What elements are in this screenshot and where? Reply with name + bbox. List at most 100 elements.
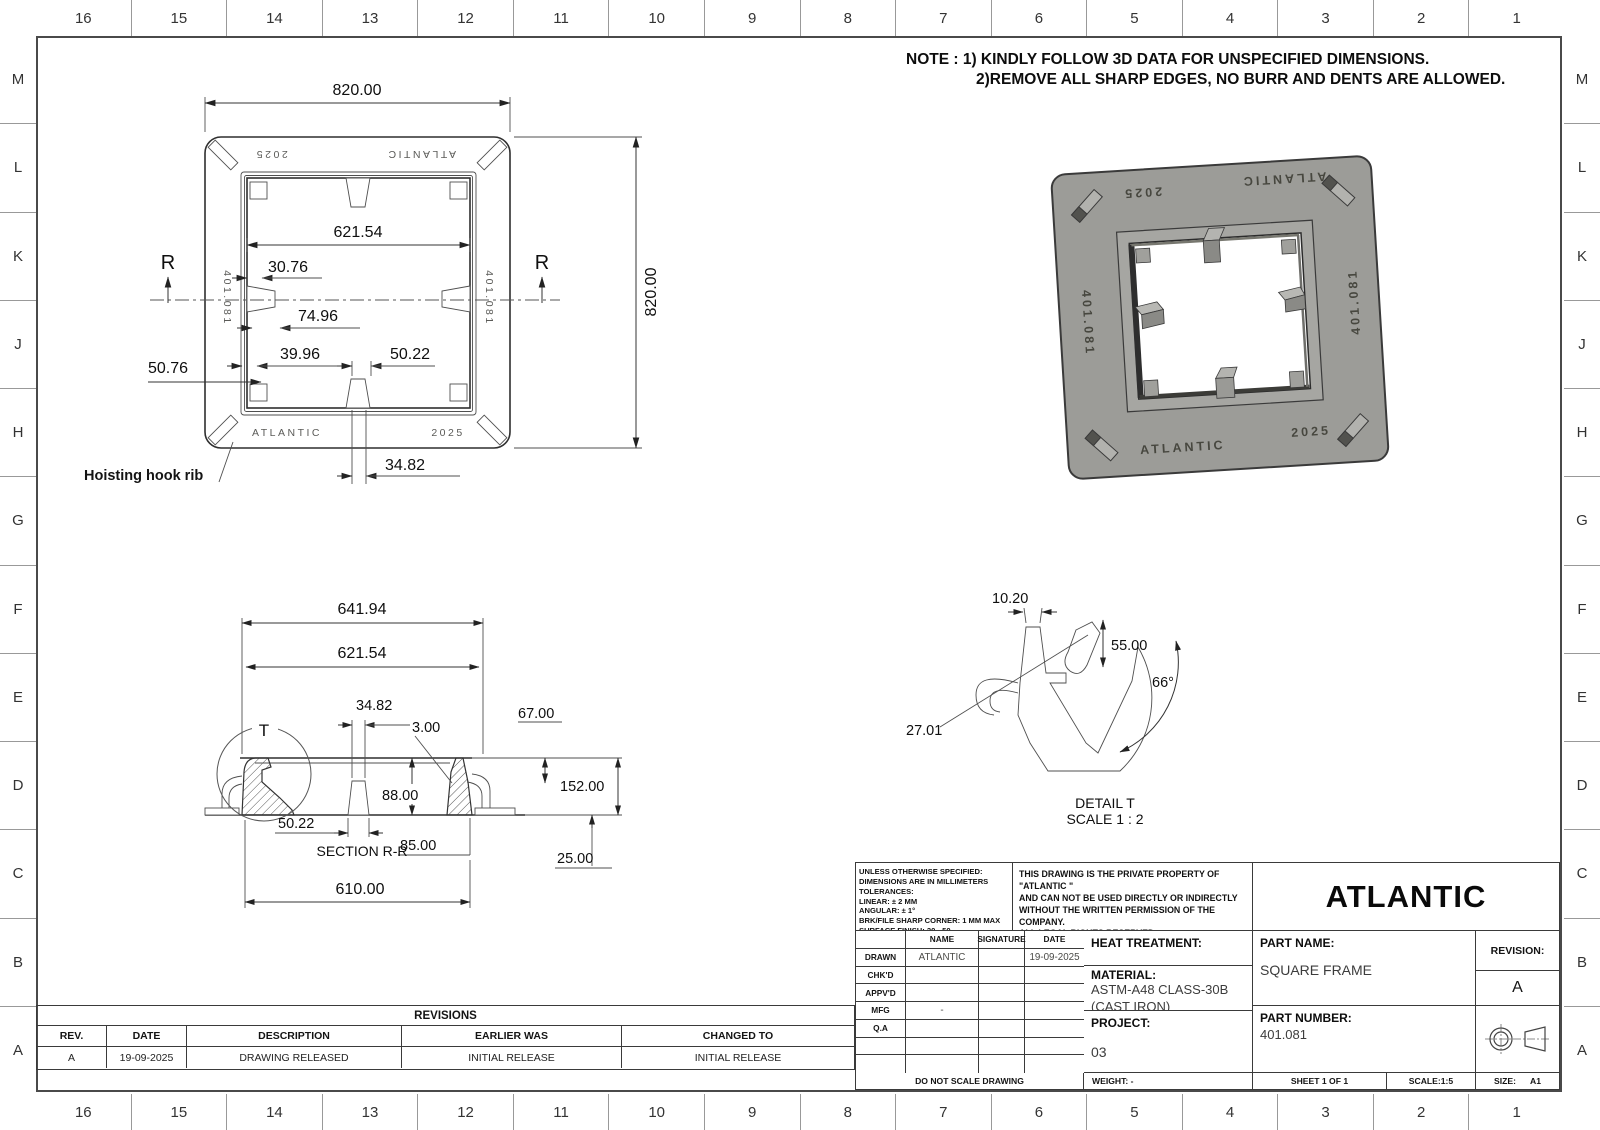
sign-date: [1025, 984, 1084, 1001]
sign-signature: [979, 1019, 1025, 1037]
grid-col-9: 9: [705, 1094, 801, 1130]
grid-col-10: 10: [609, 1094, 705, 1130]
projection-symbol-cell: [1476, 1006, 1559, 1073]
part-number-label: PART NUMBER:: [1260, 1011, 1352, 1025]
dim-plan-34-82: 34.82: [385, 457, 425, 474]
detail-scale: SCALE 1 : 2: [1066, 811, 1143, 827]
plan-corner-rib: [476, 414, 508, 446]
sign-date: [1025, 1002, 1084, 1019]
iso-corner-rib: [1084, 429, 1119, 462]
grid-row-B: B: [1564, 919, 1600, 1007]
grid-row-F: F: [1564, 566, 1600, 654]
property-line: THIS DRAWING IS THE PRIVATE PROPERTY OF …: [1019, 869, 1220, 891]
grid-col-15: 15: [132, 0, 228, 36]
plan-view: 2025 ATLANTIC 401.081 401.081 ATLANTIC 2…: [148, 82, 660, 484]
revision-label: REVISION:: [1476, 931, 1559, 971]
revision-rev: A: [37, 1047, 107, 1068]
dim-detail-66deg: 66°: [1152, 675, 1174, 691]
grid-row-D: D: [0, 742, 36, 831]
tolerance-line: DIMENSIONS ARE IN MILLIMETERS: [859, 876, 989, 886]
sign-date: [1025, 967, 1084, 984]
grid-col-1: 1: [1512, 9, 1521, 27]
detail-view: 10.20 55.00 66° 27.01 DETAIL T SCALE 1 :…: [906, 591, 1181, 827]
section-center-lug: [347, 780, 370, 816]
dim-section-610-00: 610.00: [336, 881, 385, 898]
grid-col-6: 6: [992, 1094, 1088, 1130]
grid-row-K: K: [1564, 213, 1600, 301]
iso-corner-lug: [1143, 379, 1160, 398]
grid-col-5: 5: [1087, 0, 1183, 36]
project-label: PROJECT:: [1091, 1016, 1151, 1030]
grid-row-G: G: [1564, 477, 1600, 566]
dim-plan-height: 820.00: [643, 267, 660, 316]
section-right-hook: [471, 773, 491, 808]
iso-corner-rib: [1337, 413, 1370, 448]
tolerance-line: UNLESS OTHERWISE SPECIFIED:: [859, 867, 983, 876]
dim-detail-27-01: 27.01: [906, 723, 942, 739]
detail-beak-outer: [975, 678, 1019, 716]
section-label: SECTION R-R: [317, 843, 408, 859]
size-value: A1: [1529, 1076, 1541, 1087]
sign-role: APPV'D: [856, 984, 906, 1001]
dim-section-641-94: 641.94: [338, 601, 387, 618]
dim-plan-width: 820.00: [333, 82, 382, 99]
sign-name: [906, 1019, 979, 1037]
do-not-scale-note: DO NOT SCALE DRAWING: [856, 1073, 1084, 1090]
weight-field: WEIGHT: -: [1084, 1073, 1253, 1090]
part-number-value: 401.081: [1260, 1027, 1307, 1042]
dim-section-25-00: 25.00: [557, 851, 593, 867]
title-block: UNLESS OTHERWISE SPECIFIED: DIMENSIONS A…: [855, 862, 1560, 1090]
property-line: WITHOUT THE WRITTEN PERMISSION OF THE CO…: [1019, 904, 1215, 927]
dim-section-88-00: 88.00: [382, 788, 418, 804]
project-value: 03: [1091, 1044, 1107, 1060]
dim-plan-74-96: 74.96: [298, 308, 338, 325]
plan-right-lug: [441, 285, 471, 313]
part-name-cell: PART NAME: SQUARE FRAME: [1253, 931, 1476, 1006]
iso-corner-lug: [1280, 238, 1297, 255]
sign-date: 19-09-2025: [1029, 951, 1080, 963]
grid-row-H: H: [0, 389, 36, 478]
iso-corner-rib: [1070, 188, 1103, 223]
general-note: NOTE : 1) KINDLY FOLLOW 3D DATA FOR UNSP…: [906, 50, 1536, 91]
company-logo: ATLANTIC: [1253, 863, 1559, 931]
plan-embossed-year-top: 2025: [254, 148, 287, 160]
sign-role: MFG: [856, 1002, 906, 1019]
grid-col-4: 4: [1183, 1094, 1279, 1130]
date-col-header: DATE: [107, 1026, 187, 1046]
grid-col-10: 10: [609, 0, 705, 36]
grid-col-2: 2: [1374, 1094, 1470, 1130]
part-name-value: SQUARE FRAME: [1260, 962, 1373, 978]
sign-name: [906, 984, 979, 1001]
plan-opening: [246, 177, 471, 409]
heat-treatment-label: HEAT TREATMENT:: [1091, 936, 1202, 950]
dim-section-50-22: 50.22: [278, 816, 314, 832]
grid-col-14: 14: [227, 1094, 323, 1130]
iso-embossed-brand-bottom: ATLANTIC: [1140, 438, 1226, 457]
plan-corner-rib: [207, 139, 239, 171]
detail-circle-label: T: [259, 721, 269, 740]
grid-col-16: 16: [36, 1094, 132, 1130]
grid-col-15: 15: [132, 1094, 228, 1130]
iso-inner-wall-right: [1296, 235, 1309, 387]
plan-corner-rib: [207, 414, 239, 446]
grid-row-C: C: [0, 830, 36, 919]
sign-name: [906, 966, 979, 984]
tolerances-block: UNLESS OTHERWISE SPECIFIED: DIMENSIONS A…: [856, 863, 1013, 931]
revision-description: DRAWING RELEASED: [187, 1047, 402, 1068]
plan-embossed-partno-right: 401.081: [483, 270, 495, 325]
iso-inner-wall-shadow: [1128, 244, 1144, 399]
part-number-cell: PART NUMBER: 401.081: [1253, 1006, 1476, 1073]
grid-col-11: 11: [514, 0, 610, 36]
material-value-1: ASTM-A48 CLASS-30B: [1091, 982, 1229, 997]
iso-embossed-partno-left: 401.081: [1079, 290, 1097, 357]
note-line-2: 2)REMOVE ALL SHARP EDGES, NO BURR AND DE…: [976, 71, 1506, 89]
hoisting-hook-leader: [218, 441, 234, 483]
project-cell: PROJECT: 03: [1084, 1011, 1253, 1073]
dim-plan-39-96: 39.96: [280, 346, 320, 363]
sign-role: Q.A: [856, 1019, 906, 1037]
dim-plan-50-22: 50.22: [390, 346, 430, 363]
grid-row-A: A: [1576, 1041, 1587, 1059]
sign-signature: [979, 1002, 1025, 1019]
